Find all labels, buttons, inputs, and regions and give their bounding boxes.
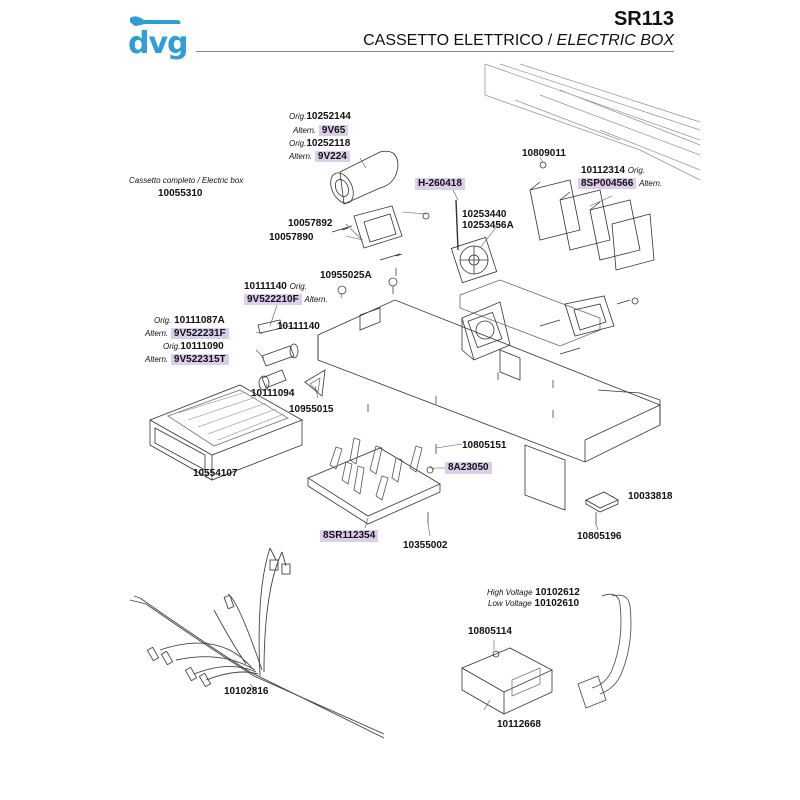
part-label-9V522231F: Altern. 9V522231F	[145, 328, 229, 340]
part-label-10111140: 10111140	[277, 321, 320, 332]
fan-bracket	[461, 301, 511, 361]
fuse-holders	[257, 319, 299, 391]
part-label-10111140-orig: 10111140 Orig.	[244, 281, 307, 292]
part-label-10111090: Orig.10111090	[163, 341, 224, 352]
part-label-10111087A: Orig. 10111087A	[154, 315, 225, 326]
part-label-10955025A: 10955025A	[320, 270, 372, 281]
inverter-module	[461, 647, 553, 715]
part-label-10355002: 10355002	[403, 540, 448, 551]
part-label-10809011: 10809011	[522, 148, 566, 159]
part-label-10112668: 10112668	[497, 719, 541, 730]
part-label-10253440: 10253440	[462, 209, 507, 220]
capacitor-orig2-label: Orig.10252118	[289, 138, 351, 149]
part-label-10033818: 10033818	[628, 491, 673, 502]
relay-block	[529, 161, 655, 271]
part-label-10057890: 10057890	[269, 232, 314, 243]
d-connector-left	[331, 205, 430, 261]
power-supply	[149, 384, 303, 481]
leader-lines	[205, 157, 619, 711]
part-label-10805114: 10805114	[468, 626, 512, 637]
chassis-plate	[317, 279, 661, 511]
part-label-10102612: High Voltage 10102612	[487, 587, 580, 598]
part-label-10102816: 10102816	[224, 686, 269, 697]
header-rule	[196, 51, 674, 52]
cooling-fan	[450, 199, 498, 284]
part-label-8A23050: 8A23050	[445, 462, 492, 474]
capacitor-altern2-label: Altern. 9V224	[289, 151, 350, 163]
wire-harness	[129, 547, 385, 739]
part-label-H-260418: H-260418	[415, 178, 465, 190]
capacitor-altern1-label: Altern. 9V65	[293, 125, 349, 137]
ribbon-cable	[577, 593, 632, 709]
dvg-logo-icon	[130, 16, 181, 26]
part-label-10805196: 10805196	[577, 531, 622, 542]
part-label-10102610: Low Voltage 10102610	[488, 598, 580, 609]
part-label-10253456A: 10253456A	[462, 220, 514, 231]
control-board	[307, 437, 441, 525]
model-code: SR113	[613, 8, 674, 30]
part-label-10057892: 10057892	[288, 218, 333, 229]
part-label-10112314: 10112314 Orig.	[581, 165, 646, 176]
small-bracket	[585, 491, 619, 513]
part-label-8SR112354: 8SR112354	[320, 530, 379, 542]
machine-frame	[484, 63, 701, 181]
part-label-9V522315T: Altern. 9V522315T	[145, 354, 229, 366]
capacitor-orig1-label: Orig.10252144	[289, 111, 351, 122]
d-connector-right	[539, 295, 639, 355]
part-label-10111094: 10111094	[251, 388, 295, 399]
part-label-10805151: 10805151	[462, 440, 507, 451]
page-title: CASSETTO ELETTRICO / ELECTRIC BOX	[363, 32, 674, 49]
warning-sticker	[304, 369, 326, 397]
part-label-10554107: 10554107	[193, 468, 238, 479]
capacitor	[330, 150, 399, 205]
screws	[337, 268, 597, 524]
electric-box-note: Cassetto completo / Electric box	[129, 176, 244, 185]
brand-logo-text: dvg	[128, 26, 189, 61]
part-label-10955015: 10955015	[289, 404, 334, 415]
part-label-8SP004566: 8SP004566 Altern.	[578, 178, 662, 190]
part-label-10055310: 10055310	[158, 188, 203, 199]
part-label-9V522210F: 9V522210F Altern.	[244, 294, 328, 306]
